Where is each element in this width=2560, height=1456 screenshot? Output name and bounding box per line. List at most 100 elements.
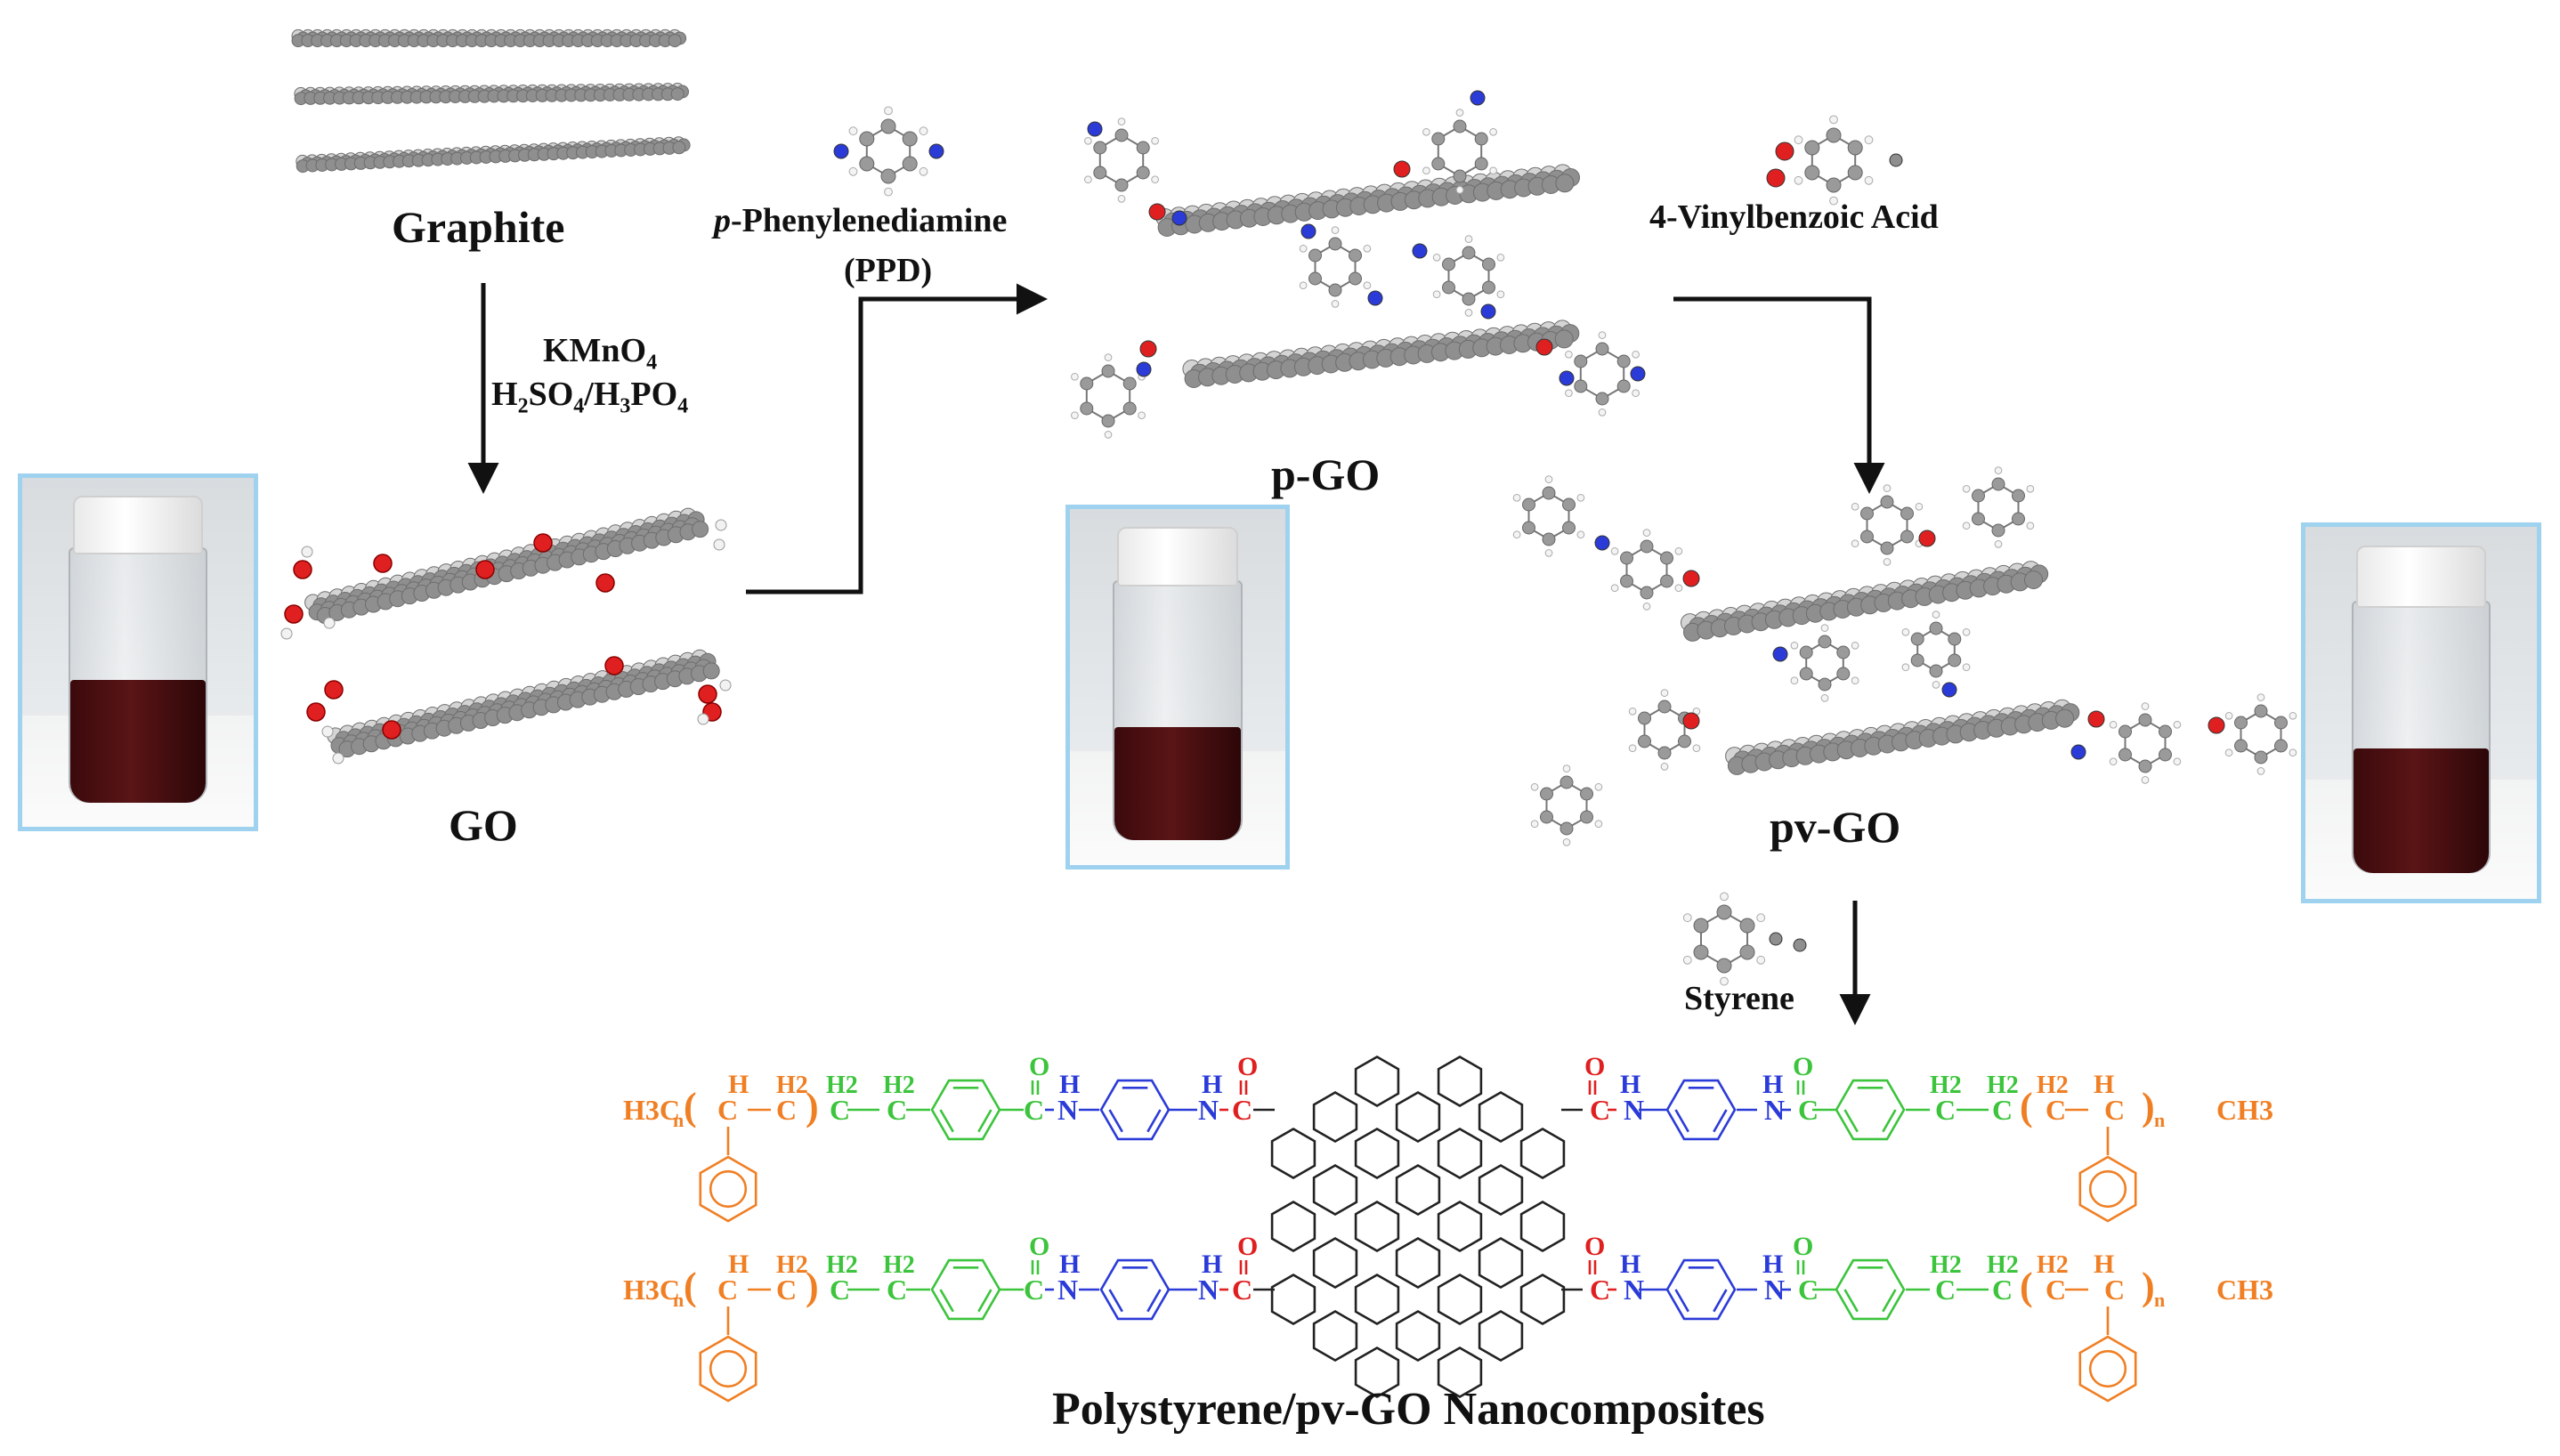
chain-c: C bbox=[1798, 1274, 1819, 1306]
pv-ring-f bbox=[1901, 611, 1971, 698]
chain-h: H bbox=[2094, 1250, 2114, 1279]
hydrogen-atom bbox=[2173, 720, 2182, 729]
vial-pvgo bbox=[2352, 545, 2491, 873]
nitrogen-atom bbox=[1470, 90, 1486, 106]
chain-paren: ) bbox=[2142, 1085, 2155, 1128]
chain-n-atom: N bbox=[1764, 1274, 1785, 1306]
pv-ring-g bbox=[1628, 689, 1701, 771]
ring-double-bond bbox=[1843, 1289, 1859, 1313]
carbon-atom bbox=[1638, 711, 1651, 725]
carbon-atom bbox=[1929, 621, 1943, 635]
ring-double-bond bbox=[1108, 1109, 1123, 1133]
carbon-atom bbox=[1101, 364, 1115, 378]
chain-c: C bbox=[2104, 1094, 2125, 1126]
chain-h2: H2 bbox=[2037, 1072, 2069, 1099]
carbon-atom bbox=[1328, 237, 1342, 251]
hydrogen-atom bbox=[1565, 350, 1573, 359]
hydrogen-atom bbox=[1628, 707, 1637, 716]
graphene-hexagon bbox=[1478, 1164, 1524, 1216]
graphene-hexagon bbox=[1270, 1201, 1316, 1252]
aromatic-circle bbox=[2088, 1349, 2127, 1388]
ring-double-bond bbox=[939, 1109, 954, 1133]
carbon-atom bbox=[1804, 165, 1820, 181]
hydrogen-atom bbox=[1682, 913, 1692, 923]
graphene-hexagon bbox=[1312, 1164, 1358, 1216]
carbon-atom bbox=[1640, 586, 1654, 600]
ring-double-bond bbox=[1674, 1109, 1689, 1133]
carbon-atom bbox=[1442, 257, 1455, 271]
phenyl-ring-orange bbox=[2078, 1335, 2137, 1403]
hydrogen-atom bbox=[884, 106, 893, 116]
carbon-atom bbox=[1554, 329, 1574, 349]
hydrogen-atom bbox=[2256, 767, 2265, 775]
oxygen-atom bbox=[1535, 338, 1553, 356]
vinylbenzoic-molecule bbox=[1766, 115, 1903, 206]
hydrogen-atom bbox=[1464, 309, 1473, 317]
oxygen-atom bbox=[1775, 142, 1794, 161]
ppd-ring-d bbox=[1412, 235, 1505, 320]
carbon-atom bbox=[668, 34, 682, 48]
carbon-atom bbox=[1826, 177, 1842, 193]
oxygen-atom bbox=[1682, 712, 1700, 730]
chain-n-atom: N bbox=[1198, 1274, 1219, 1306]
graphene-hexagon bbox=[1395, 1091, 1441, 1143]
chain-n: n bbox=[2154, 1109, 2165, 1131]
hydrogen-atom bbox=[1829, 196, 1838, 206]
chain-h: H bbox=[1762, 1070, 1783, 1099]
ppd-molecule bbox=[833, 106, 944, 197]
carbon-atom bbox=[702, 662, 720, 680]
label-vinylbenzoic-acid: 4-Vinylbenzoic Acid bbox=[1649, 198, 1939, 236]
benzene-ring-blue bbox=[1665, 1258, 1737, 1321]
carbon-atom bbox=[2138, 713, 2152, 727]
hydrogen-atom bbox=[1104, 431, 1113, 439]
carbon-atom bbox=[1716, 958, 1732, 974]
label-graphite: Graphite bbox=[392, 202, 565, 252]
carbon-atom bbox=[1122, 376, 1137, 391]
carbon-atom bbox=[859, 131, 875, 147]
hydrogen-atom bbox=[1756, 913, 1766, 923]
carbon-atom bbox=[670, 87, 685, 101]
chain-n: n bbox=[673, 1289, 684, 1311]
chain-paren: ( bbox=[2020, 1085, 2033, 1128]
hydrogen-atom bbox=[1432, 253, 1441, 262]
chain-h2: H2 bbox=[1930, 1072, 1962, 1099]
carbon-atom bbox=[1453, 169, 1467, 183]
oxygen-atom bbox=[595, 573, 615, 593]
styrene-ring bbox=[1682, 892, 1807, 986]
oxygen-atom bbox=[604, 656, 624, 675]
hydrogen-atom bbox=[1576, 530, 1585, 539]
pv-ring-b bbox=[1594, 529, 1700, 611]
hydrogen-atom bbox=[1851, 539, 1859, 548]
ppd-ring-e bbox=[1071, 340, 1157, 439]
chain-o: O bbox=[1029, 1052, 1049, 1081]
chain-h: H bbox=[1620, 1250, 1641, 1279]
nitrogen-atom bbox=[1630, 366, 1646, 382]
hydrogen-atom bbox=[1851, 676, 1859, 685]
ring-double-bond bbox=[939, 1289, 954, 1313]
arrow-pgo-to-pvgo bbox=[1673, 296, 1885, 494]
oxygen-atom bbox=[533, 533, 553, 553]
chain-h2: H2 bbox=[1930, 1251, 1962, 1279]
hydrogen-atom bbox=[1331, 226, 1340, 234]
chain-c: C bbox=[717, 1094, 738, 1126]
chain-c: C bbox=[776, 1274, 797, 1306]
chain-c: C bbox=[1798, 1094, 1819, 1126]
chain-h2: H2 bbox=[1987, 1072, 2019, 1099]
hydrogen-atom bbox=[1544, 475, 1553, 483]
nitrogen-atom bbox=[1480, 303, 1496, 320]
chain-h: H bbox=[1059, 1070, 1080, 1099]
hydrogen-atom bbox=[1994, 466, 2003, 474]
benzene-ring-blue bbox=[1665, 1079, 1737, 1141]
hydrogen-atom bbox=[1720, 892, 1729, 902]
oxygen-atom bbox=[373, 554, 393, 573]
graphite-layer-1 bbox=[291, 28, 687, 48]
nitrogen-atom bbox=[1559, 370, 1575, 386]
pgo-sheets bbox=[1071, 90, 1646, 439]
chain-c: C bbox=[1232, 1274, 1252, 1306]
nitrogen-atom bbox=[1367, 290, 1383, 306]
graphene-hexagon bbox=[1519, 1201, 1566, 1252]
hydrogen-atom bbox=[1632, 389, 1640, 398]
oxygen-atom bbox=[1393, 160, 1411, 178]
ring-double-bond bbox=[1843, 1109, 1859, 1133]
